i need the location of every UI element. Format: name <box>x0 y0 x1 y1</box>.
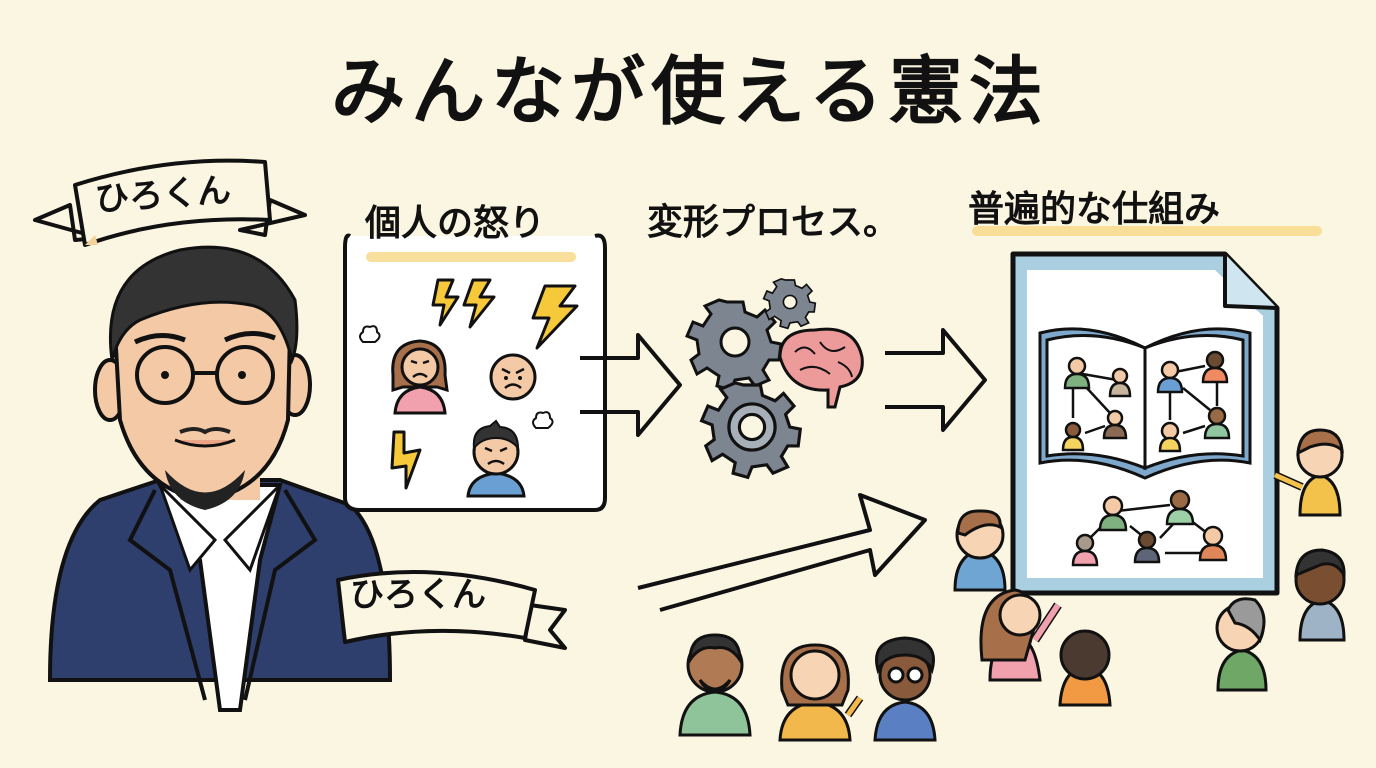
lightning-icon <box>531 284 579 350</box>
ribbon-top <box>33 158 307 247</box>
document-icon <box>1010 251 1280 596</box>
angry-boy-icon <box>466 419 526 498</box>
gears-brain-icon <box>685 278 864 480</box>
person-portrait <box>47 245 393 712</box>
stage-label-anger: 個人の怒り <box>365 203 546 244</box>
stage-label-system: 普遍的な仕組み <box>968 189 1221 230</box>
stage-label-process: 変形プロセス。 <box>647 202 900 243</box>
lightning-icon <box>390 430 422 490</box>
arrow-right-icon <box>885 328 987 432</box>
angry-woman-icon <box>391 339 449 415</box>
name-ribbon-bottom: ひろくん <box>350 575 486 615</box>
ribbon-bottom <box>336 570 567 650</box>
label-highlight <box>972 226 1322 236</box>
lightning-icon <box>431 278 496 329</box>
diagonal-arrow-icon <box>637 493 927 612</box>
label-highlight <box>366 252 576 262</box>
name-ribbon-top: ひろくん <box>93 170 233 220</box>
angry-face-icon <box>489 353 537 401</box>
page-title: みんなが使える憲法 <box>331 49 1049 135</box>
crowd-right <box>953 428 1346 707</box>
arrow-right-icon <box>580 333 682 437</box>
steam-puff-icon <box>532 411 554 429</box>
crowd-bottom <box>678 633 937 742</box>
steam-puff-icon <box>359 325 381 343</box>
